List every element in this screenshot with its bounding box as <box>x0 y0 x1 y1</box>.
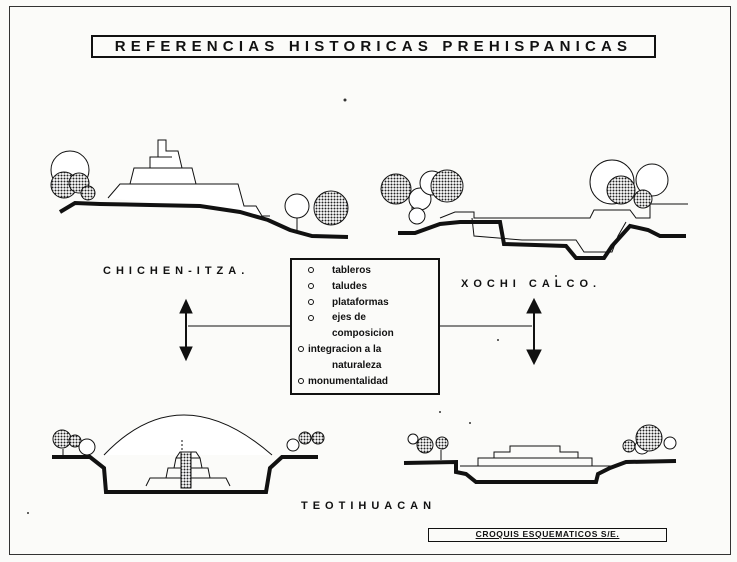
legend-item-text: monumentalidad <box>308 375 389 387</box>
legend-item-text: taludes <box>332 280 368 292</box>
teotihuacan-stair <box>180 451 192 489</box>
legend-item-text: naturaleza <box>332 359 382 371</box>
legend-item: plataformas <box>292 295 438 311</box>
bullet-icon <box>308 298 314 305</box>
bullet-icon <box>308 267 314 274</box>
legend-item-text: tableros <box>332 265 371 276</box>
drawing-frame <box>9 6 731 555</box>
drawing-title: REFERENCIAS HISTORICAS PREHISPANICAS <box>91 35 656 58</box>
bullet-icon <box>298 346 304 353</box>
chichen-itza-ground <box>58 200 349 239</box>
legend-item-text: integracion a la <box>308 343 382 355</box>
legend-list: tableros taludes plataformas ejes de composi… <box>292 260 438 389</box>
bullet-icon <box>308 283 314 290</box>
teotihuacan-label: TEOTIHUACAN <box>301 500 437 512</box>
xochicalco-ground <box>398 220 686 260</box>
xochicalco-section <box>380 159 688 260</box>
scale-footnote: CROQUIS ESQUEMATICOS S/E. <box>428 528 667 542</box>
legend-item: integracion a la <box>292 342 438 358</box>
teotihuacan-plaza-section <box>403 424 677 484</box>
legend-item: composicion <box>292 326 438 342</box>
legend-item-text: plataformas <box>332 296 389 308</box>
legend-item: monumentalidad <box>292 374 438 390</box>
legend-item: taludes <box>292 279 438 295</box>
teotihuacan-ground <box>52 455 318 494</box>
xochicalco-label: XOCHI CALCO. <box>461 278 602 290</box>
chichen-itza-trees-right <box>284 190 349 231</box>
chichen-itza-label: CHICHEN-ITZA. <box>103 265 250 277</box>
chichen-itza-trees-left <box>50 150 96 201</box>
principles-legend: tableros taludes plataformas ejes de composi… <box>290 258 440 395</box>
bullet-icon <box>298 377 304 384</box>
teotihuacan-plaza-ground <box>403 459 677 484</box>
teotihuacan-pyramid-section <box>52 414 325 494</box>
left-axis-arrow <box>179 298 193 362</box>
legend-item: naturaleza <box>292 358 438 374</box>
legend-item: ejes de <box>292 310 438 326</box>
sketch-specks <box>27 98 557 514</box>
legend-item-text: ejes de <box>332 312 366 324</box>
legend-item: tableros <box>292 263 438 279</box>
legend-item-text: composicion <box>332 328 394 340</box>
chichen-itza-section <box>50 139 349 239</box>
right-axis-arrow <box>526 297 542 366</box>
bullet-icon <box>308 314 314 321</box>
